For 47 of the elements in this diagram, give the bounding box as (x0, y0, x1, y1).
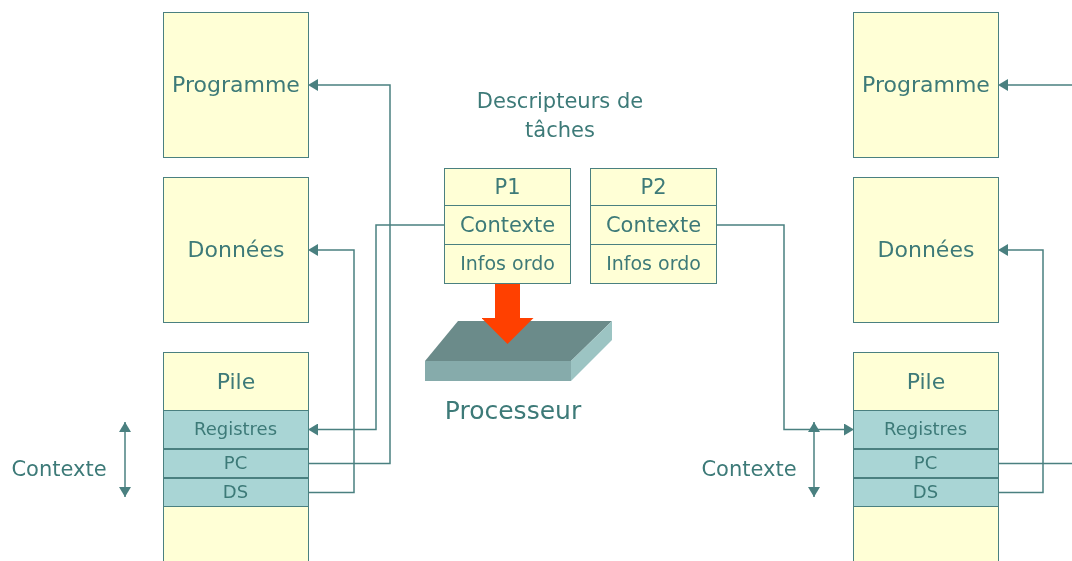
box-label: DS (222, 481, 249, 503)
box-label: DS (912, 481, 939, 503)
stack-cell (162, 448, 309, 478)
box-label: Données (877, 237, 975, 263)
stack-cell (852, 477, 999, 507)
memory-box (163, 12, 309, 158)
connector-arrow (308, 244, 355, 494)
box-label: Infos ordo (460, 253, 555, 275)
side-label: Contexte (10, 456, 108, 483)
thick-arrow (481, 284, 534, 344)
connector-arrow (308, 79, 391, 465)
stack-cell (852, 409, 999, 449)
title-label: Descripteurs de tâches (475, 88, 645, 145)
box-label: Données (187, 237, 285, 263)
memory-box (444, 205, 571, 245)
connector-arrow (308, 224, 445, 436)
memory-box (444, 244, 571, 284)
memory-box (590, 205, 717, 245)
stack-cell (852, 448, 999, 478)
box-label: Registres (883, 418, 968, 440)
box-label: PC (913, 452, 938, 474)
stack-box (163, 352, 309, 561)
box-label: Programme (862, 72, 990, 98)
memory-box (163, 177, 309, 323)
box-label: PC (223, 452, 248, 474)
stack-cell (162, 477, 309, 507)
memory-box (853, 12, 999, 158)
processor-label: Processeur (443, 395, 583, 427)
box-label: Infos ordo (606, 253, 701, 275)
box-label: P2 (640, 174, 667, 200)
box-label: P1 (494, 174, 521, 200)
stack-box (853, 352, 999, 561)
box-label: Programme (172, 72, 300, 98)
box-label: Registres (193, 418, 278, 440)
connector-arrow (716, 224, 854, 436)
stack-cell (162, 409, 309, 449)
box-label: Pile (215, 369, 257, 395)
memory-box (590, 168, 717, 206)
connector-arrow (998, 79, 1072, 465)
side-label: Contexte (700, 456, 798, 483)
memory-box (590, 244, 717, 284)
connector-arrow (998, 244, 1044, 494)
box-label: Contexte (459, 212, 556, 238)
box-label: Pile (905, 369, 947, 395)
box-label: Contexte (605, 212, 702, 238)
memory-box (853, 177, 999, 323)
memory-box (444, 168, 571, 206)
